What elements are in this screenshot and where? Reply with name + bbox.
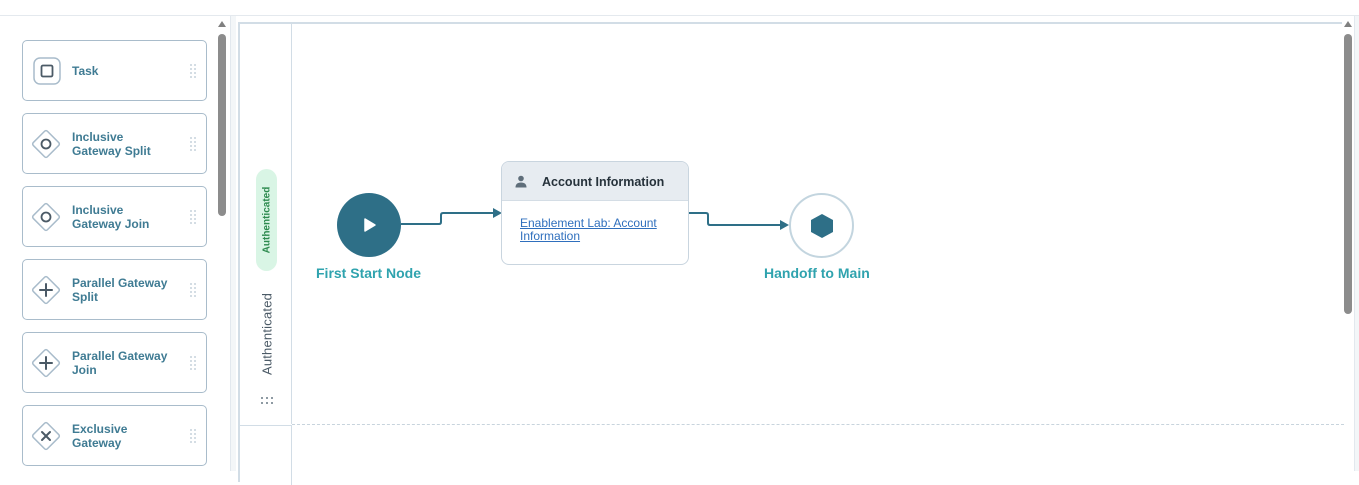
play-icon	[364, 218, 376, 232]
drag-handle-icon[interactable]	[189, 209, 197, 225]
hexagon-icon	[811, 214, 833, 238]
palette-item-parallel-gateway-join[interactable]: Parallel Gateway Join	[22, 332, 207, 393]
drag-handle-icon[interactable]	[189, 136, 197, 152]
parallel-gateway-icon	[31, 348, 61, 378]
element-palette: Task Inclusive Gateway Split Inclusive G…	[0, 16, 230, 471]
scrollbar-thumb[interactable]	[1344, 34, 1352, 314]
task-header: Account Information	[502, 162, 688, 201]
sequence-flows	[401, 208, 789, 230]
process-canvas[interactable]: Authenticated Authenticated First Start …	[236, 16, 1344, 485]
palette-item-label: Exclusive Gateway	[72, 421, 128, 450]
canvas-scrollbar[interactable]	[1342, 16, 1354, 471]
start-node-label: First Start Node	[316, 265, 422, 281]
end-event-node[interactable]	[789, 193, 854, 258]
scroll-up-arrow-icon[interactable]	[218, 21, 226, 27]
task-square-icon	[33, 57, 61, 85]
lane-header[interactable]: Authenticated Authenticated	[240, 24, 292, 424]
inclusive-gateway-icon	[31, 129, 61, 159]
palette-scrollbar[interactable]	[216, 16, 228, 471]
scroll-up-arrow-icon[interactable]	[1344, 21, 1352, 27]
drag-handle-icon[interactable]	[189, 428, 197, 444]
lane-separator	[292, 424, 1344, 425]
lane-drag-handle-icon[interactable]	[260, 396, 274, 406]
person-icon	[515, 175, 527, 188]
palette-item-parallel-gateway-split[interactable]: Parallel Gateway Split	[22, 259, 207, 320]
pool: Authenticated Authenticated	[238, 22, 1344, 485]
start-event-node[interactable]	[337, 193, 401, 257]
authenticated-badge: Authenticated	[256, 169, 277, 271]
exclusive-gateway-icon	[31, 421, 61, 451]
task-form-link[interactable]: Enablement Lab: Account Information	[520, 216, 657, 243]
task-title: Account Information	[542, 175, 665, 189]
drag-handle-icon[interactable]	[189, 355, 197, 371]
palette-item-label: Inclusive Gateway Join	[72, 202, 150, 231]
right-edge	[1354, 16, 1359, 471]
top-bar	[0, 0, 1359, 16]
inclusive-gateway-icon	[31, 202, 61, 232]
drag-handle-icon[interactable]	[189, 282, 197, 298]
drag-handle-icon[interactable]	[189, 63, 197, 79]
palette-item-label: Task	[72, 63, 99, 78]
palette-item-label: Parallel Gateway Split	[72, 275, 168, 304]
palette-item-inclusive-gateway-join[interactable]: Inclusive Gateway Join	[22, 186, 207, 247]
palette-item-task[interactable]: Task	[22, 40, 207, 101]
scrollbar-thumb[interactable]	[218, 34, 226, 216]
palette-item-exclusive-gateway[interactable]: Exclusive Gateway	[22, 405, 207, 466]
palette-item-label: Inclusive Gateway Split	[72, 129, 151, 158]
parallel-gateway-icon	[31, 275, 61, 305]
palette-item-inclusive-gateway-split[interactable]: Inclusive Gateway Split	[22, 113, 207, 174]
palette-item-label: Parallel Gateway Join	[72, 348, 168, 377]
panel-divider[interactable]	[230, 16, 236, 471]
end-node-label: Handoff to Main	[764, 265, 870, 281]
lane-header-next[interactable]	[240, 425, 292, 485]
task-node-account-information[interactable]: Account Information Enablement Lab: Acco…	[501, 161, 689, 265]
